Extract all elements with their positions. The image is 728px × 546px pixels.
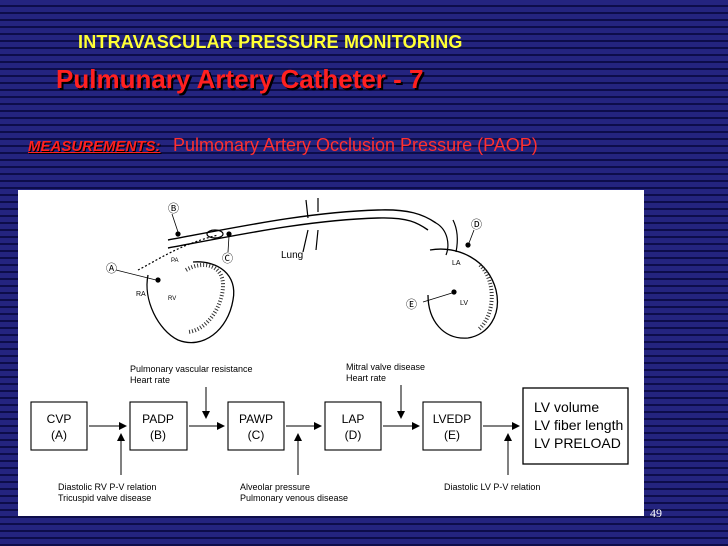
marker-d: Ⓓ <box>471 218 482 231</box>
box-lvedp <box>422 401 482 451</box>
top-note-1-line1: Pulmonary vascular resistance <box>130 364 253 374</box>
balloon <box>206 229 224 239</box>
box-padp-line1: PADP <box>142 412 174 426</box>
page-number: 49 <box>650 506 662 520</box>
marker-b: Ⓑ <box>168 202 179 215</box>
anatomy-sketch <box>115 198 498 344</box>
vessel-stem <box>305 198 319 219</box>
pulmonary-artery-tube <box>167 217 429 249</box>
bottom-note-2-line1: Alveolar pressure <box>240 482 310 492</box>
box-padp-line2: (B) <box>150 428 166 442</box>
box-lap-line1: LAP <box>342 412 365 426</box>
probe-point-b <box>175 231 181 237</box>
bottom-notes: Diastolic RV P-V relation Tricuspid valv… <box>58 482 540 503</box>
rv-label: RV <box>168 296 176 302</box>
box-pawp <box>227 401 285 451</box>
result-line-2: LV fiber length <box>534 417 623 433</box>
bottom-note-1-line1: Diastolic RV P-V relation <box>58 482 156 492</box>
right-heart <box>146 261 235 344</box>
box-pawp-line1: PAWP <box>239 412 273 426</box>
box-pawp-line2: (C) <box>248 428 265 442</box>
bottom-note-1-line2: Tricuspid valve disease <box>58 493 151 503</box>
top-note-1-line2: Heart rate <box>130 375 170 385</box>
box-cvp-line1: CVP <box>47 412 72 426</box>
marker-c: Ⓒ <box>222 252 233 265</box>
probe-point-d <box>465 242 471 248</box>
flow-boxes <box>30 387 629 465</box>
measurements-row: MEASUREMENTS: Pulmonary Artery Occlusion… <box>28 135 538 156</box>
bottom-note-2-line2: Pulmonary venous disease <box>240 493 348 503</box>
top-note-2-line1: Mitral valve disease <box>346 362 425 372</box>
box-lvedp-line1: LVEDP <box>433 412 471 426</box>
catheter <box>137 234 219 271</box>
slide-title: INTRAVASCULAR PRESSURE MONITORING <box>78 32 463 52</box>
box-result <box>522 387 629 465</box>
box-padp <box>129 401 188 451</box>
box-lap <box>324 401 382 451</box>
probe-point-e <box>451 289 457 295</box>
box-lap-line2: (D) <box>345 428 362 442</box>
marker-e: Ⓔ <box>406 298 417 311</box>
lv-label: LV <box>460 300 468 307</box>
top-notes: Pulmonary vascular resistance Heart rate… <box>130 362 425 385</box>
diagram-svg: Lung RA RV PA LA LV Ⓐ Ⓑ Ⓒ Ⓓ Ⓔ Pulmonary … <box>30 198 629 503</box>
box-cvp <box>30 401 88 451</box>
top-note-2-line2: Heart rate <box>346 373 386 383</box>
pressure-diagram: Lung RA RV PA LA LV Ⓐ Ⓑ Ⓒ Ⓓ Ⓔ Pulmonary … <box>18 190 644 516</box>
probe-point-a <box>155 277 161 283</box>
box-cvp-line2: (A) <box>51 428 67 442</box>
result-line-3: LV PRELOAD <box>534 435 621 451</box>
result-box-labels: LV volume LV fiber length LV PRELOAD <box>534 399 623 451</box>
flow-box-labels: CVP (A) PADP (B) PAWP (C) LAP (D) LVEDP … <box>47 412 472 442</box>
slide-subtitle: Pulmunary Artery Catheter - 7 <box>56 64 424 94</box>
measurements-label: MEASUREMENTS: <box>28 138 161 155</box>
lung-label: Lung <box>281 250 303 261</box>
la-label: LA <box>452 260 461 267</box>
left-heart <box>427 248 498 339</box>
marker-a: Ⓐ <box>106 262 117 275</box>
ra-label: RA <box>136 291 146 298</box>
measurements-text: Pulmonary Artery Occlusion Pressure (PAO… <box>172 135 538 155</box>
bottom-note-3-line1: Diastolic LV P-V relation <box>444 482 540 492</box>
top-arrows <box>202 385 405 419</box>
bottom-arrows <box>117 433 512 475</box>
anatomy-labels: Lung RA RV PA LA LV Ⓐ Ⓑ Ⓒ Ⓓ Ⓔ <box>106 202 482 311</box>
pa-label: PA <box>171 258 179 264</box>
result-line-1: LV volume <box>534 399 599 415</box>
box-lvedp-line2: (E) <box>444 428 460 442</box>
probe-point-c <box>226 231 232 237</box>
